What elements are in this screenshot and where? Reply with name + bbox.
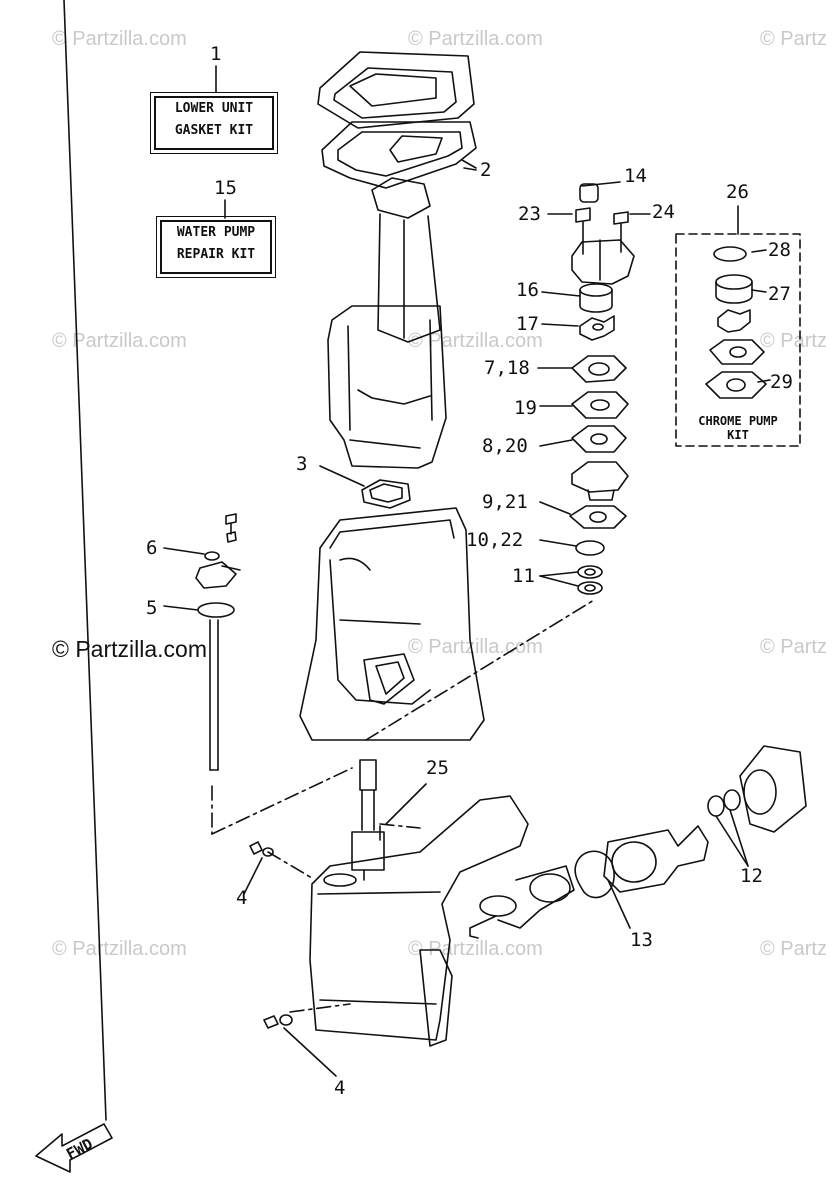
gasket-9-21 [569,505,627,529]
chrome-impeller [717,309,751,333]
lower-unit-gasket-kit-label: LOWER UNIT GASKET KIT [150,92,278,154]
callout-11: 11 [512,565,535,587]
callout-14: 14 [624,165,647,187]
chrome-gasket [709,339,765,365]
watermark-strong: © Partzilla.com [52,636,207,662]
seals-12 [707,789,741,817]
callout-4-lower: 4 [334,1077,346,1099]
callout-9-21: 9,21 [482,491,528,513]
chrome-liner-27 [715,274,753,304]
watermark: © Partzilla.com [52,330,187,352]
callout-19: 19 [514,397,537,419]
watermark: © Partzilla.com [408,28,543,50]
callout-13: 13 [630,929,653,951]
callout-10-22: 10,22 [466,529,524,551]
bolt-24 [613,211,629,253]
kit-line: CHROME PUMP [698,414,778,428]
gasket-8-20 [571,425,627,453]
prop-thrust-cap [739,745,807,833]
callout-6: 6 [146,537,158,559]
o-ring-13 [574,850,615,899]
watermark: © Partzilla.com [52,938,187,960]
callout-4-upper: 4 [236,887,248,909]
chrome-plate-29 [705,371,767,399]
kit-number-26: 26 [726,181,749,203]
drive-shaft [351,759,385,881]
callout-28: 28 [768,239,791,261]
callout-5: 5 [146,597,158,619]
gasket-7-18 [571,355,627,383]
o-ring-10-22 [575,540,605,556]
callout-25: 25 [426,757,449,779]
pump-housing [571,239,635,285]
upper-gasket-plate [317,51,475,129]
callout-16: 16 [516,279,539,301]
kit-line: GASKET KIT [174,123,254,138]
kit-line: LOWER UNIT [174,101,254,116]
plate-19 [571,391,629,419]
callout-27: 27 [768,283,791,305]
watermark: © Partz [760,938,827,960]
watermark: © Partz [760,330,827,352]
kit-line: KIT [727,428,749,442]
seal-11 [577,565,603,595]
gasket-3 [319,465,411,509]
callout-2: 2 [480,159,492,181]
bearing-housing [469,865,575,939]
chrome-insert-28 [713,246,747,262]
kit-number-1: 1 [210,43,222,65]
callout-7-18: 7,18 [484,357,530,379]
callout-17: 17 [516,313,539,335]
insert-16 [579,283,613,313]
screw-4-upper [249,841,274,857]
cartridge [571,461,629,501]
chrome-pump-kit-box [675,233,801,447]
water-pump-housing-14 [579,183,599,203]
exhaust-housing-upper [327,177,447,469]
upper-casing [299,507,485,741]
kit-line: REPAIR KIT [176,247,256,262]
callout-29: 29 [770,371,793,393]
callout-24: 24 [652,201,675,223]
callout-12: 12 [740,865,763,887]
fwd-arrow [35,0,113,1173]
chrome-pump-kit-label: CHROME PUMP KIT [678,414,798,442]
assembly-centerlines [211,599,595,1013]
watermark: © Partz [760,28,827,50]
callout-23: 23 [518,203,541,225]
gear-carrier [603,825,709,893]
watermark: © Partzilla.com [52,28,187,50]
watermark: © Partz [760,636,827,658]
water-pump-repair-kit-label: WATER PUMP REPAIR KIT [156,216,276,278]
impeller-17 [579,315,615,341]
kit-line: WATER PUMP [176,225,256,240]
gearcase [309,795,529,1047]
kit-number-15: 15 [214,177,237,199]
callout-8-20: 8,20 [482,435,528,457]
shift-rod-assembly [195,513,241,771]
gasket-2 [321,121,477,189]
screw-4-lower [263,1014,293,1029]
callout-3: 3 [296,453,308,475]
bolt-23 [575,207,591,255]
